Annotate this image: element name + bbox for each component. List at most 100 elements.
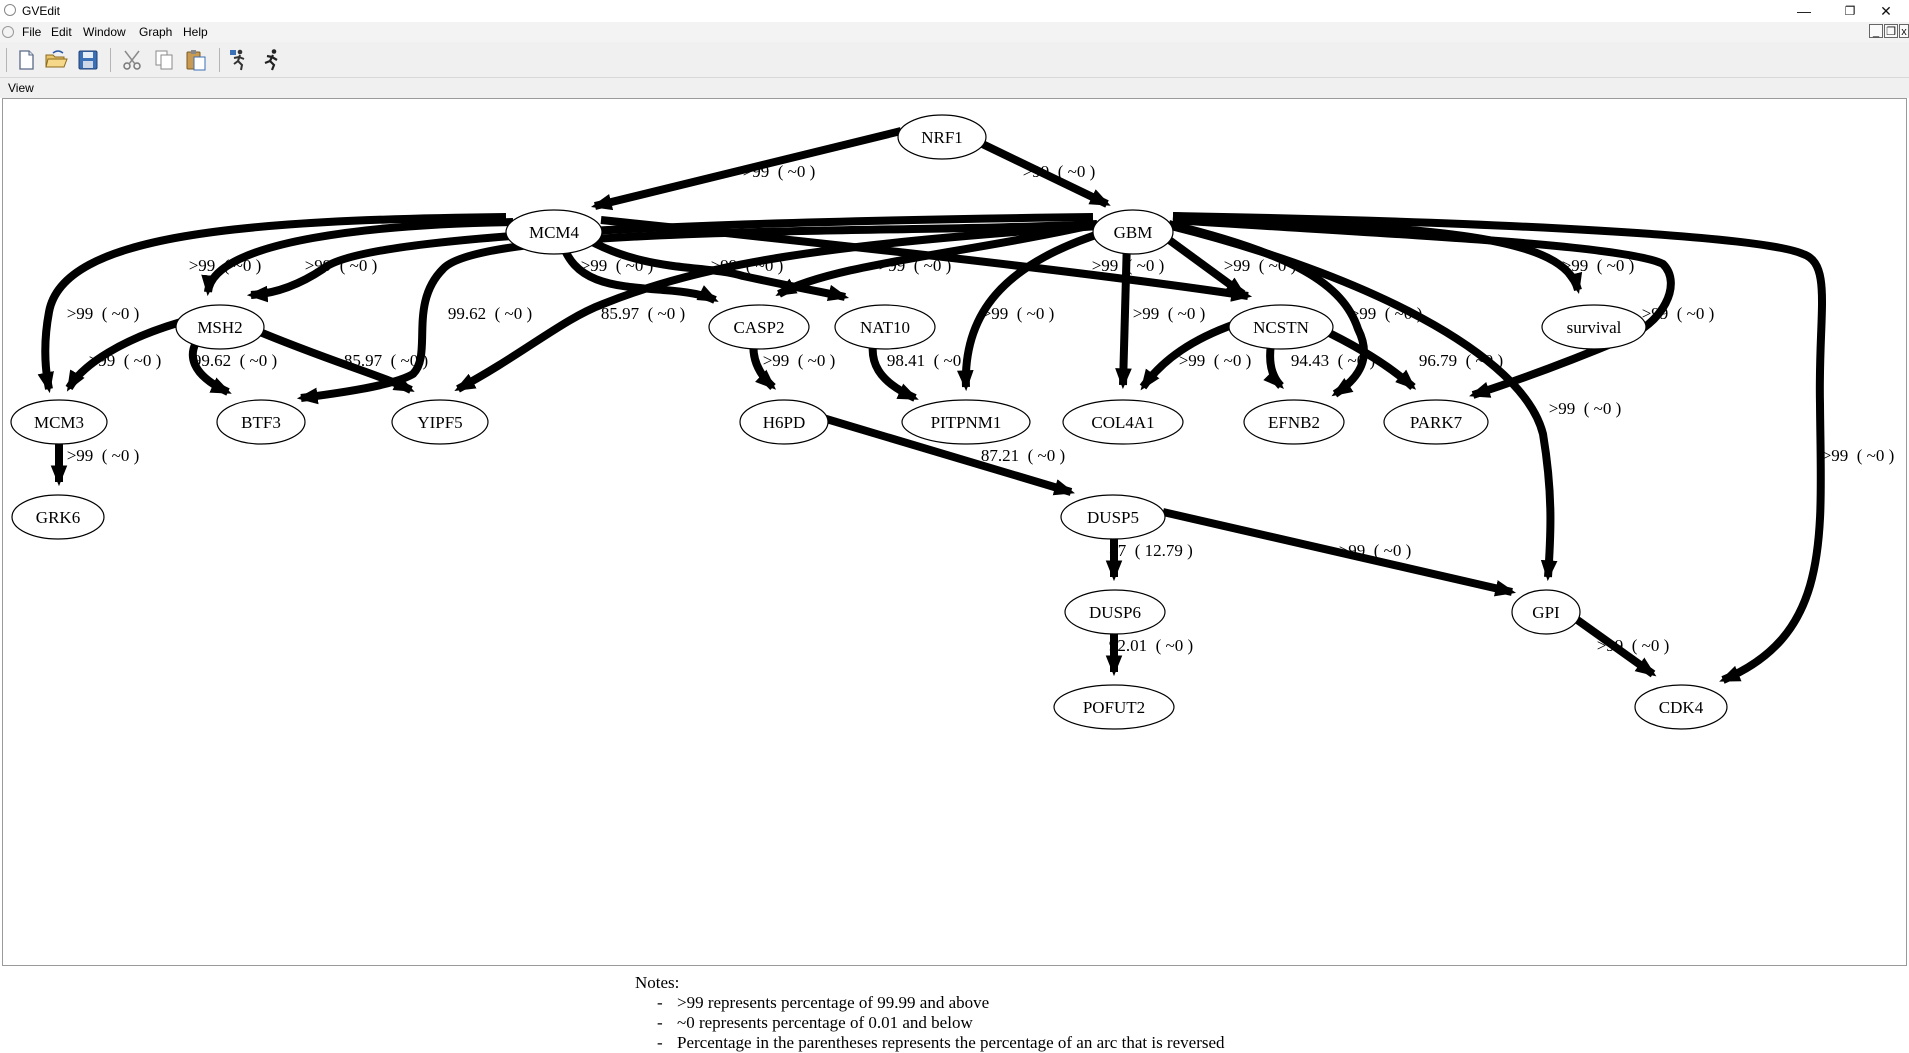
menu-file[interactable]: File [22, 25, 42, 39]
node-mcm3[interactable]: MCM3 [10, 399, 108, 445]
edge-label: 85.97 ( ~0 ) [601, 304, 685, 323]
node-ellipse[interactable] [1053, 684, 1175, 730]
edge-msh2-mcm3 [65, 318, 183, 392]
node-park7[interactable]: PARK7 [1383, 399, 1489, 445]
cut-icon[interactable] [120, 48, 144, 72]
node-ncstn[interactable]: NCSTN [1228, 304, 1334, 350]
node-label: NRF1 [921, 128, 963, 147]
graph-canvas[interactable]: >99 ( ~0 ) >99 ( ~0 ) >99 ( ~0 ) >99 ( ~0 )… [2, 98, 1907, 1052]
node-ellipse[interactable] [11, 494, 105, 540]
node-pitpnm1[interactable]: PITPNM1 [901, 399, 1031, 445]
node-label: POFUT2 [1083, 698, 1145, 717]
edge-label: >99 ( ~0 ) [1350, 304, 1423, 323]
edge-label: >99 ( ~0 ) [1339, 541, 1412, 560]
node-dusp6[interactable]: DUSP6 [1064, 589, 1166, 635]
note-text: Percentage in the parentheses represents… [677, 1033, 1225, 1052]
node-h6pd[interactable]: H6PD [739, 399, 829, 445]
close-button[interactable]: ✕ [1880, 2, 1892, 19]
node-ellipse[interactable] [897, 114, 987, 160]
node-col4a1[interactable]: COL4A1 [1062, 399, 1184, 445]
restore-button[interactable]: ❐ [1844, 4, 1856, 18]
node-label: H6PD [763, 413, 806, 432]
edge-label: 96.79 ( ~0 ) [1419, 351, 1503, 370]
edge-label: >99 ( ~0 ) [67, 304, 140, 323]
note-line: -Percentage in the parentheses represent… [657, 1033, 1225, 1052]
node-ellipse[interactable] [175, 304, 265, 350]
toolbar-separator [110, 48, 111, 72]
node-label: DUSP6 [1089, 603, 1141, 622]
edge-label: >99 ( ~0 ) [89, 351, 162, 370]
node-gbm[interactable]: GBM [1092, 209, 1174, 255]
node-label: PITPNM1 [931, 413, 1002, 432]
node-ellipse[interactable] [1541, 304, 1647, 350]
node-label: CASP2 [733, 318, 784, 337]
edge-gbm-park7 [1172, 216, 1675, 399]
layout-icon[interactable] [228, 48, 252, 72]
menu-help[interactable]: Help [183, 25, 208, 39]
node-ellipse[interactable] [739, 399, 829, 445]
node-ellipse[interactable] [1383, 399, 1489, 445]
menu-graph[interactable]: Graph [139, 25, 173, 39]
run-icon[interactable] [260, 48, 284, 72]
node-pofut2[interactable]: POFUT2 [1053, 684, 1175, 730]
node-btf3[interactable]: BTF3 [216, 399, 306, 445]
edge-label: >99 ( ~0 ) [982, 304, 1055, 323]
node-casp2[interactable]: CASP2 [708, 304, 810, 350]
edge-label: >99 ( ~0 ) [581, 256, 654, 275]
node-gpi[interactable]: GPI [1511, 589, 1581, 635]
edge-mcm4-msh2 [201, 218, 514, 297]
mdi-close-button[interactable]: x [1899, 24, 1909, 38]
node-ellipse[interactable] [834, 304, 936, 350]
copy-icon[interactable] [152, 48, 176, 72]
node-ellipse[interactable] [1062, 399, 1184, 445]
save-icon[interactable] [76, 48, 100, 72]
edge-gbm-pitpnm1 [957, 228, 1107, 392]
node-efnb2[interactable]: EFNB2 [1243, 399, 1345, 445]
graph-drawing: >99 ( ~0 ) >99 ( ~0 ) >99 ( ~0 ) >99 ( ~0 )… [10, 114, 1894, 730]
view-label[interactable]: View [8, 81, 34, 95]
edge-label: 85.97 ( ~0 ) [344, 351, 428, 370]
node-grk6[interactable]: GRK6 [11, 494, 105, 540]
mdi-minimize-button[interactable]: _ [1869, 24, 1883, 38]
node-ellipse[interactable] [1064, 589, 1166, 635]
node-ellipse[interactable] [10, 399, 108, 445]
mdi-document-icon[interactable] [2, 26, 14, 38]
edge-label: >99 ( ~0 ) [1179, 351, 1252, 370]
node-label: GBM [1114, 223, 1153, 242]
menu-window[interactable]: Window [83, 25, 126, 39]
node-ellipse[interactable] [1228, 304, 1334, 350]
paste-icon[interactable] [184, 48, 208, 72]
node-ellipse[interactable] [1243, 399, 1345, 445]
node-cdk4[interactable]: CDK4 [1634, 684, 1728, 730]
node-yipf5[interactable]: YIPF5 [391, 399, 489, 445]
edge-msh2-yipf5 [246, 323, 415, 394]
open-folder-icon[interactable] [44, 48, 68, 72]
node-ellipse[interactable] [505, 209, 603, 255]
mdi-restore-button[interactable]: ❐ [1884, 24, 1898, 38]
title-bar: GVEdit — ❐ ✕ [0, 0, 1909, 22]
node-ellipse[interactable] [1511, 589, 1581, 635]
node-nrf1[interactable]: NRF1 [897, 114, 987, 160]
menu-edit[interactable]: Edit [51, 25, 72, 39]
node-ellipse[interactable] [391, 399, 489, 445]
node-ellipse[interactable] [216, 399, 306, 445]
node-msh2[interactable]: MSH2 [175, 304, 265, 350]
node-ellipse[interactable] [901, 399, 1031, 445]
node-ellipse[interactable] [1060, 494, 1166, 540]
edge-label: >99 ( ~0 ) [1224, 256, 1297, 275]
minimize-button[interactable]: — [1797, 3, 1811, 19]
node-ellipse[interactable] [1634, 684, 1728, 730]
node-ellipse[interactable] [708, 304, 810, 350]
node-label: GPI [1532, 603, 1560, 622]
edge-nrf1-gbm [968, 134, 1111, 208]
node-mcm4[interactable]: MCM4 [505, 209, 603, 255]
node-dusp5[interactable]: DUSP5 [1060, 494, 1166, 540]
node-survival[interactable]: survival [1541, 304, 1647, 350]
edge-label: 99.62 ( ~0 ) [193, 351, 277, 370]
node-ellipse[interactable] [1092, 209, 1174, 255]
node-nat10[interactable]: NAT10 [834, 304, 936, 350]
edge-label: >99 ( ~0 ) [1133, 304, 1206, 323]
toolbar-grip [6, 48, 7, 72]
edge-nrf1-mcm4 [590, 127, 902, 211]
new-file-icon[interactable] [14, 48, 38, 72]
